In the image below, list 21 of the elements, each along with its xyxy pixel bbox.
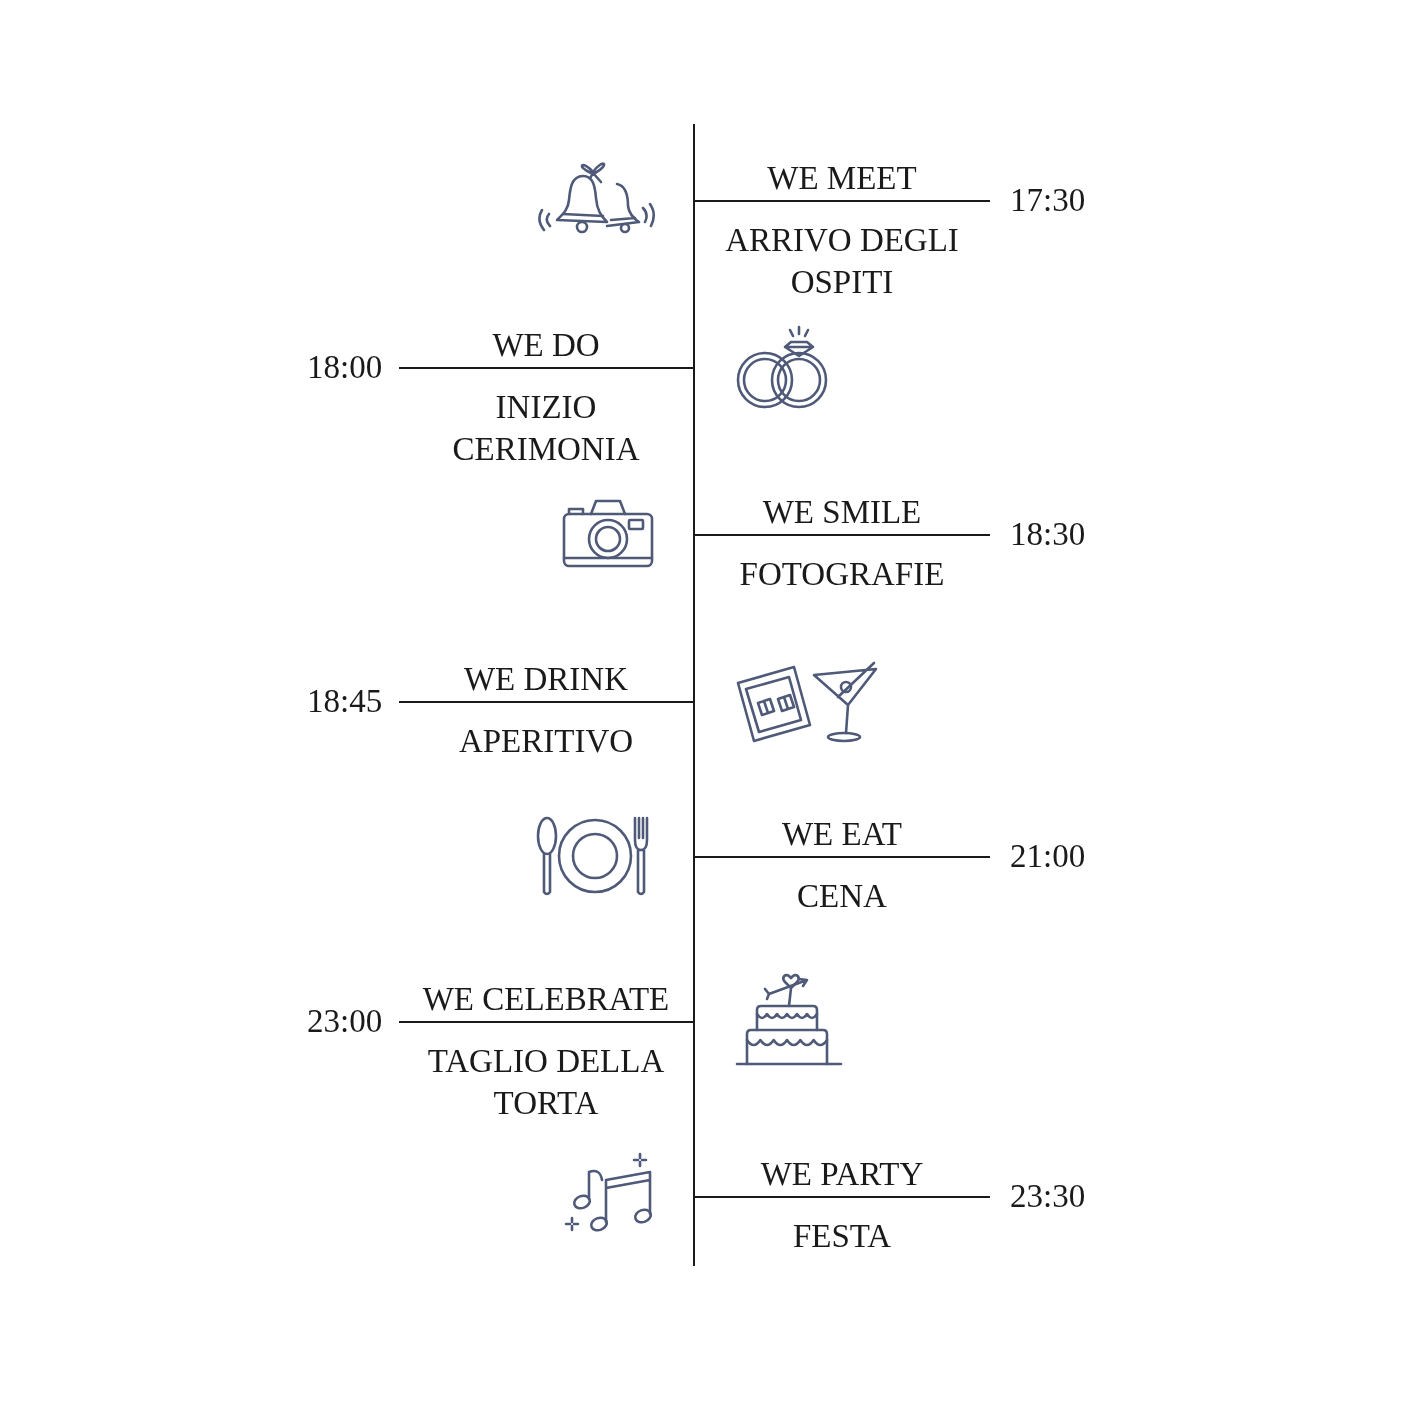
event-description: APERITIVO: [458, 722, 634, 761]
event-description: ARRIVO DEGLI OSPITI: [724, 221, 960, 302]
time-label: 23:30: [1010, 1177, 1086, 1216]
event-description: TAGLIO DELLA TORTA: [426, 1042, 666, 1123]
time-label: 18:00: [307, 348, 383, 387]
time-label: 18:45: [307, 682, 383, 721]
event-title: WE DO: [492, 329, 600, 361]
time-label: 21:00: [1010, 837, 1086, 876]
event-title: WE MEET: [767, 162, 917, 194]
event-description: INIZIO CERIMONIA: [451, 388, 641, 469]
event-description: CENA: [797, 877, 887, 916]
time-label: 17:30: [1010, 181, 1086, 220]
event-title: WE DRINK: [463, 663, 629, 695]
time-label: 23:00: [307, 1002, 383, 1041]
event-title: WE CELEBRATE: [422, 983, 670, 1015]
event-title: WE PARTY: [760, 1158, 924, 1190]
event-title: WE EAT: [782, 818, 902, 850]
event-title: WE SMILE: [762, 496, 922, 528]
time-label: 18:30: [1010, 515, 1086, 554]
event-description: FESTA: [792, 1217, 892, 1256]
event-description: FOTOGRAFIE: [739, 555, 945, 594]
